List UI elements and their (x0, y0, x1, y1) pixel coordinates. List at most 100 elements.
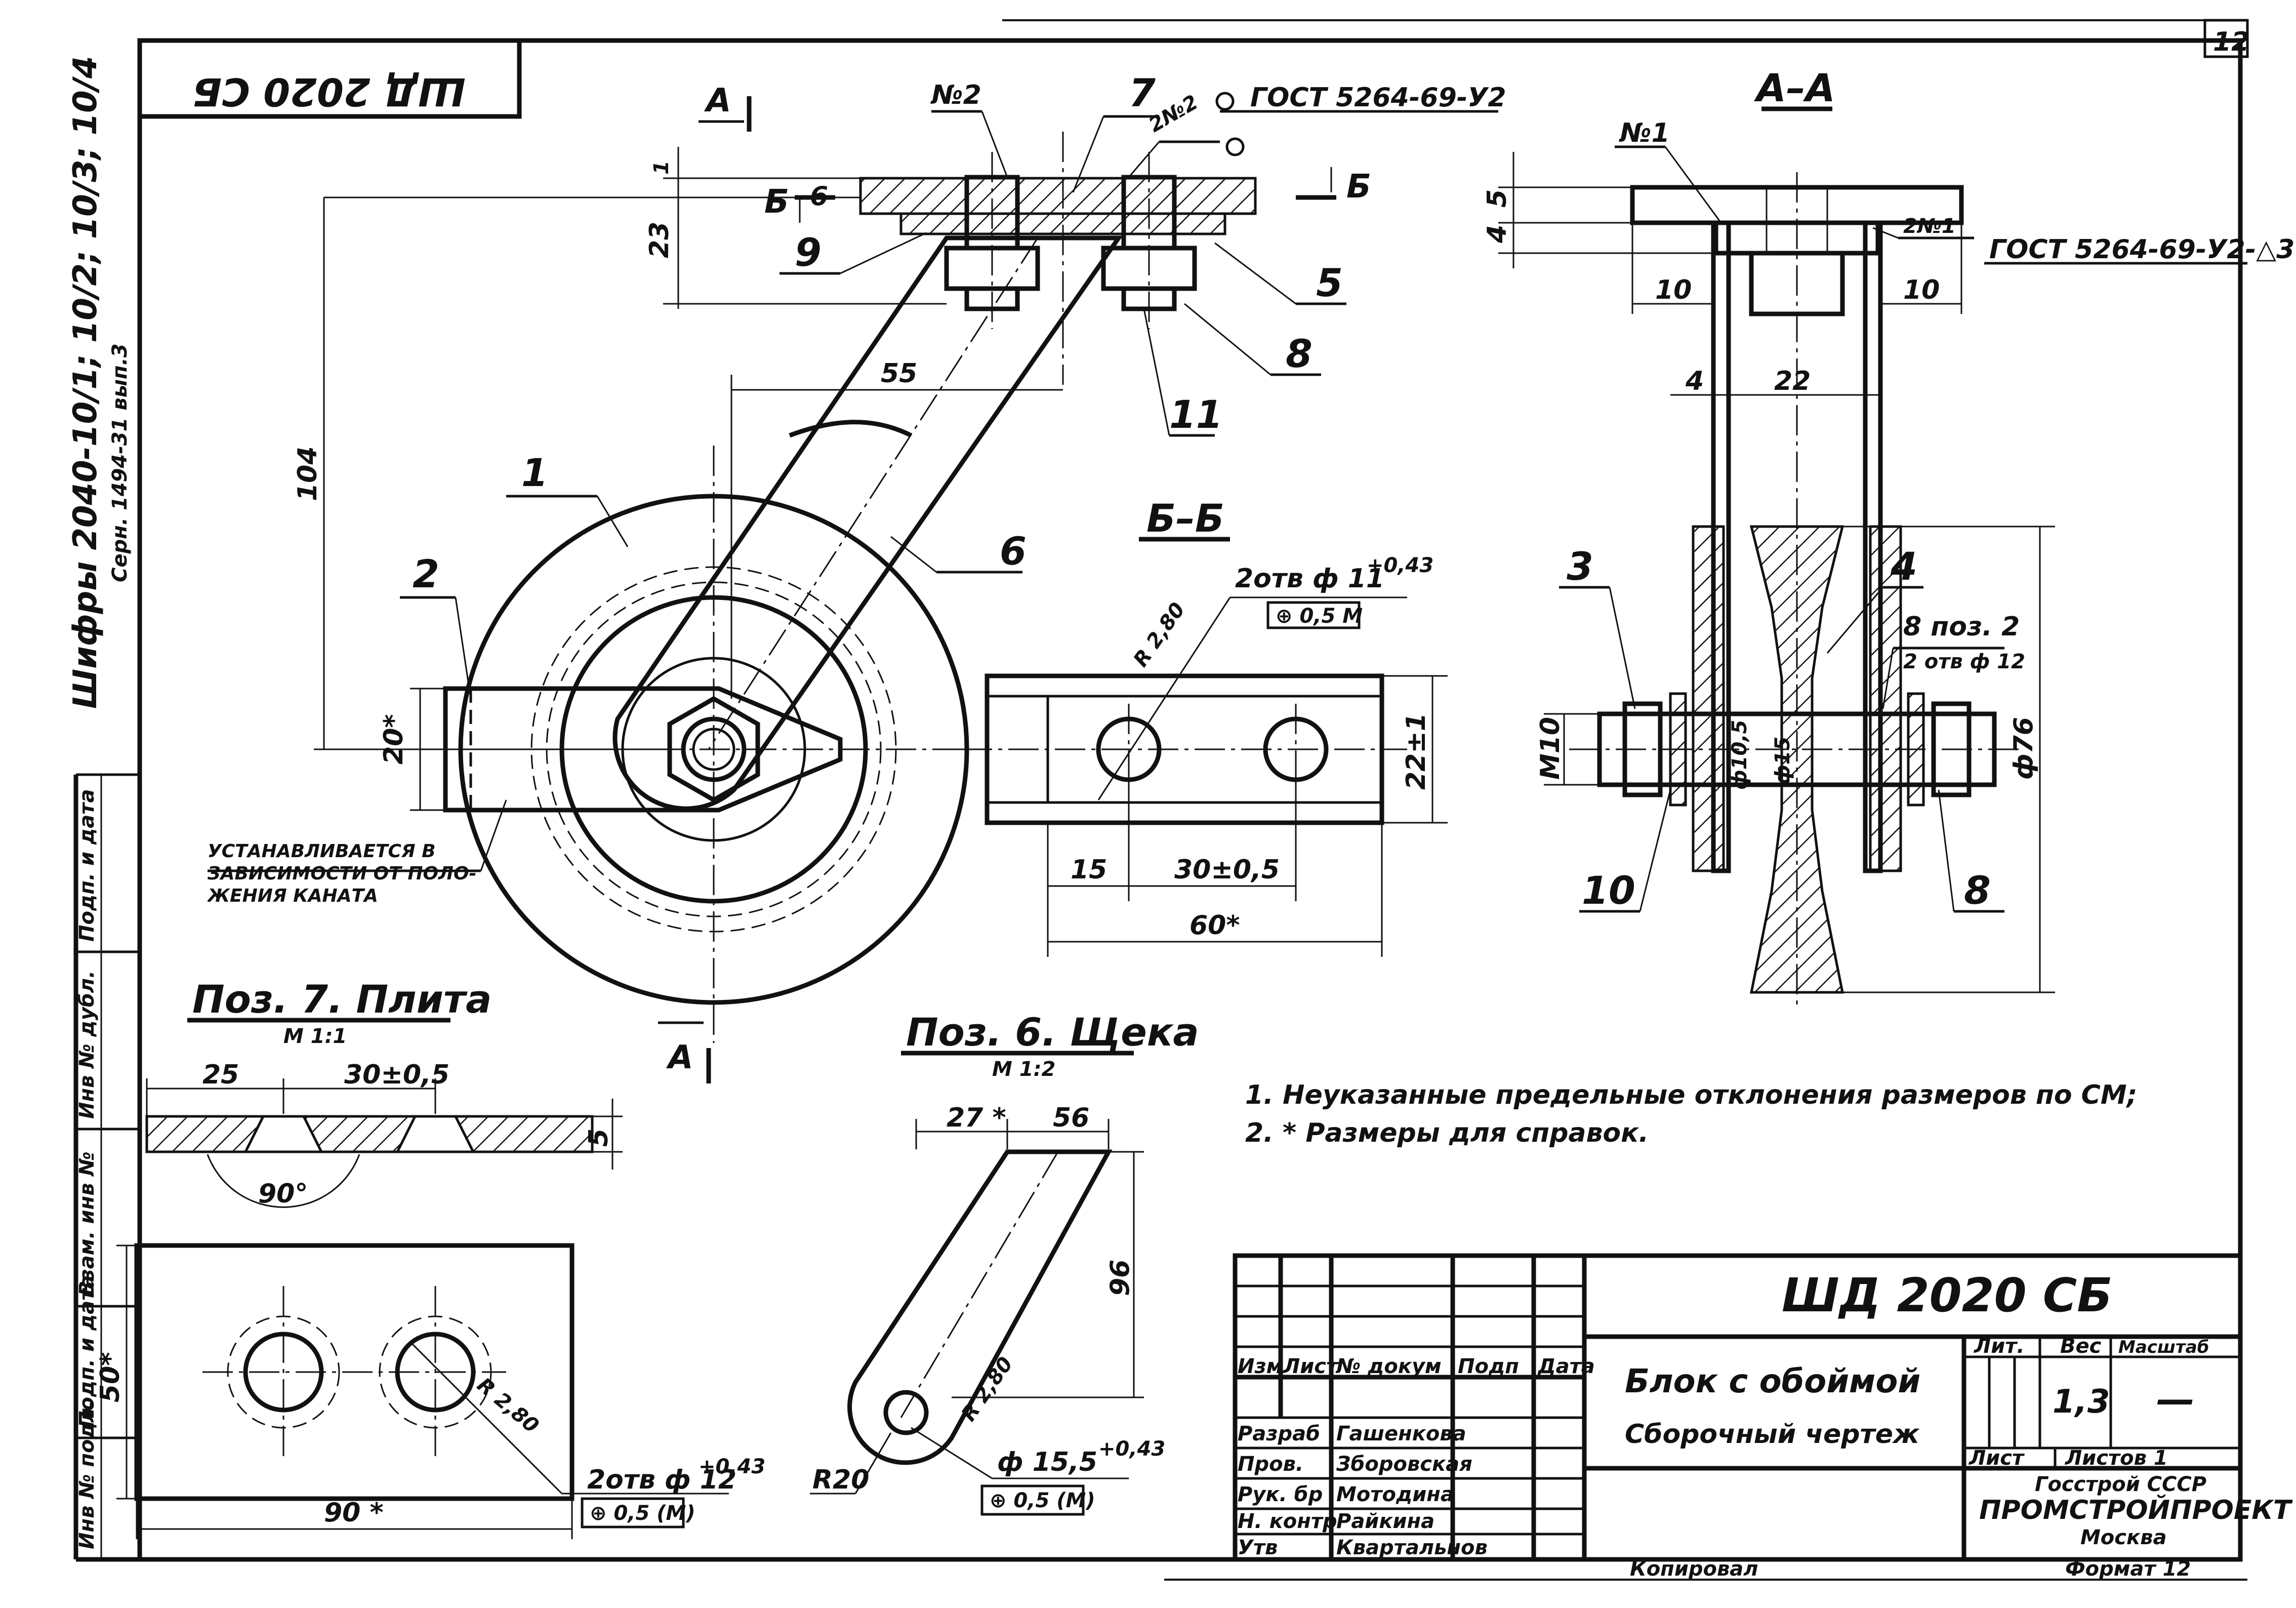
section-bb-dim-22: 22±1 (1401, 713, 1431, 790)
tb-scale: — (2156, 1377, 2195, 1422)
pos7-dim-90: 90 * (324, 1498, 384, 1528)
callout-7: 7 (1129, 70, 1156, 115)
pos7-roughness: R 2,80 (473, 1373, 543, 1437)
section-aa-callout-4: 4 (1890, 544, 1917, 589)
callout-5: 5 (1316, 260, 1343, 305)
install-note: Устанавливается в зависимости от поло- ж… (208, 841, 477, 906)
tb-format: Формат 12 (2065, 1557, 2191, 1581)
note-1: 1. Неуказанные предельные отклонения раз… (1245, 1080, 2137, 1110)
pos7-view (116, 1018, 729, 1539)
tb-role-nkontr: Н. контр (1238, 1510, 1337, 1533)
tb-name-line1: Блок с обоймой (1625, 1363, 1920, 1400)
margin-note-cipher: Шифры 2040-10/1; 10/2; 10/3; 10/4 (67, 56, 104, 709)
tb-role-razrab: Разраб (1238, 1422, 1320, 1445)
dim-1: 1 (650, 160, 673, 175)
pos6-dim-r20: R20 (812, 1465, 869, 1495)
pos7-dim-5: 5 (584, 1129, 614, 1147)
pos6-hole: ф 15,5 (997, 1447, 1097, 1477)
tb-col-list: Лист (1283, 1355, 1339, 1378)
main-section-a-top: A (704, 82, 731, 119)
tb-copied: Копировал (1630, 1557, 1758, 1581)
section-aa-callout-10: 10 (1582, 868, 1635, 913)
section-aa-dim-10-left: 10 (1655, 275, 1692, 305)
callout-11: 11 (1169, 392, 1223, 437)
tb-role-prov: Пров. (1238, 1453, 1303, 1476)
callout-8: 8 (1286, 331, 1313, 376)
main-section-b-left: Б (764, 183, 789, 221)
section-aa-note-holes: 2 отв ф 12 (1903, 650, 2025, 673)
section-aa-view (1498, 106, 2247, 1008)
pos6-title: Поз. 6. Щека (906, 1010, 1199, 1055)
sheet-number: 12 (2213, 27, 2249, 57)
margin-note-series: Серн. 1494-31 вып.3 (108, 343, 132, 582)
tb-name-razrab: Гашенкова (1336, 1422, 1466, 1445)
section-bb-dim-60: 60* (1190, 910, 1240, 941)
section-bb-holes-tol: +0,43 (1367, 554, 1433, 577)
section-aa-dim-d105: ф10,5 (1728, 720, 1751, 790)
weld-mark-n2: №2 (930, 80, 981, 110)
callout-1: 1 (521, 450, 548, 495)
pos6-tolerance: ⊕ 0,5 (М) (990, 1489, 1095, 1512)
section-aa-dim-m10: M10 (1535, 717, 1566, 780)
section-aa-callout-8: 8 (1964, 868, 1991, 913)
tb-role-utv: Утв (1238, 1536, 1278, 1559)
section-bb-roughness: R 2,80 (1129, 598, 1190, 671)
section-bb-holes: 2отв ф 11 (1235, 564, 1384, 594)
tb-name-line2: Сборочный чертеж (1625, 1419, 1920, 1450)
main-section-b-right: Б (1346, 168, 1371, 206)
pos6-view (810, 1051, 1144, 1516)
section-bb-view (962, 537, 1448, 957)
top-stamp-designation: ШД 2020 СБ (192, 69, 466, 114)
pos6-hole-tol: +0,43 (1098, 1437, 1165, 1461)
section-bb-dim-15: 15 (1071, 855, 1107, 885)
dim-6: 6 (810, 181, 828, 212)
section-bb-title: Б–Б (1146, 496, 1224, 541)
tb-col-date: Дата (1537, 1355, 1595, 1378)
dim-55: 55 (881, 358, 917, 389)
tb-head-lit: Лит. (1974, 1335, 2025, 1358)
section-aa-note-pos: 8 поз. 2 (1903, 612, 2020, 642)
pos6-dim-96: 96 (1105, 1260, 1135, 1296)
pos7-dim-30: 30±0,5 (344, 1060, 449, 1090)
tb-org-3: Москва (2080, 1526, 2166, 1549)
tb-org-1: Госстрой СССР (2035, 1473, 2206, 1496)
section-bb-tolerance: ⊕ 0,5 М (1276, 605, 1363, 628)
strip-label-podp-1: Подп. и дата (75, 1275, 99, 1428)
tb-head-mass: Вес (2060, 1335, 2102, 1358)
tb-col-izm: Изм (1238, 1355, 1283, 1378)
dim-104: 104 (293, 446, 323, 501)
section-aa-dim-10-right: 10 (1903, 275, 1940, 305)
tb-col-sign: Подп (1458, 1355, 1519, 1378)
tb-designation: ШД 2020 СБ (1782, 1268, 2112, 1322)
pos7-dim-50: 50* (95, 1352, 126, 1402)
pos7-holes: 2отв ф 12 (587, 1465, 736, 1495)
tb-org-2: ПРОМСТРОЙПРОЕКТ (1979, 1495, 2293, 1525)
pos6-dim-27: 27 * (947, 1103, 1006, 1133)
weld-spec-main: ГОСТ 5264-69-У2 (1250, 83, 1506, 113)
callout-2: 2 (413, 551, 439, 596)
section-aa-dim-d15: ф15 (1771, 737, 1794, 785)
dim-20: 20* (379, 714, 409, 765)
section-aa-weld-spec: ГОСТ 5264-69-У2-△3 (1989, 234, 2294, 265)
pos7-dim-angle: 90° (258, 1179, 308, 1209)
tb-name-utv: Квартальнов (1336, 1536, 1488, 1559)
top-stamp-box (137, 38, 522, 119)
tb-name-ruk: Мотодина (1336, 1483, 1454, 1506)
callout-6: 6 (1000, 529, 1027, 574)
pos7-holes-tol: +0,43 (699, 1455, 765, 1478)
pos7-scale: М 1:1 (283, 1025, 347, 1048)
main-section-a-bottom: A (666, 1039, 693, 1076)
tb-name-nkontr: Райкина (1336, 1510, 1434, 1533)
sheet-frame (73, 19, 2249, 1581)
strip-label-inv-podl: Инв № подл. (75, 1400, 99, 1549)
pos6-dim-56: 56 (1053, 1103, 1089, 1133)
tb-col-doc: № докум (1335, 1355, 1442, 1378)
section-aa-title: А–А (1754, 65, 1835, 110)
install-note-wrap: Устанавливается в зависимости от поло- ж… (208, 841, 477, 906)
tb-mass: 1,3 (2053, 1383, 2110, 1421)
section-aa-weld-mark: №1 (1618, 118, 1670, 148)
callout-9: 9 (795, 230, 822, 275)
pos7-tolerance: ⊕ 0,5 (М) (590, 1502, 695, 1525)
section-aa-dim-4: 4 (1685, 366, 1704, 396)
